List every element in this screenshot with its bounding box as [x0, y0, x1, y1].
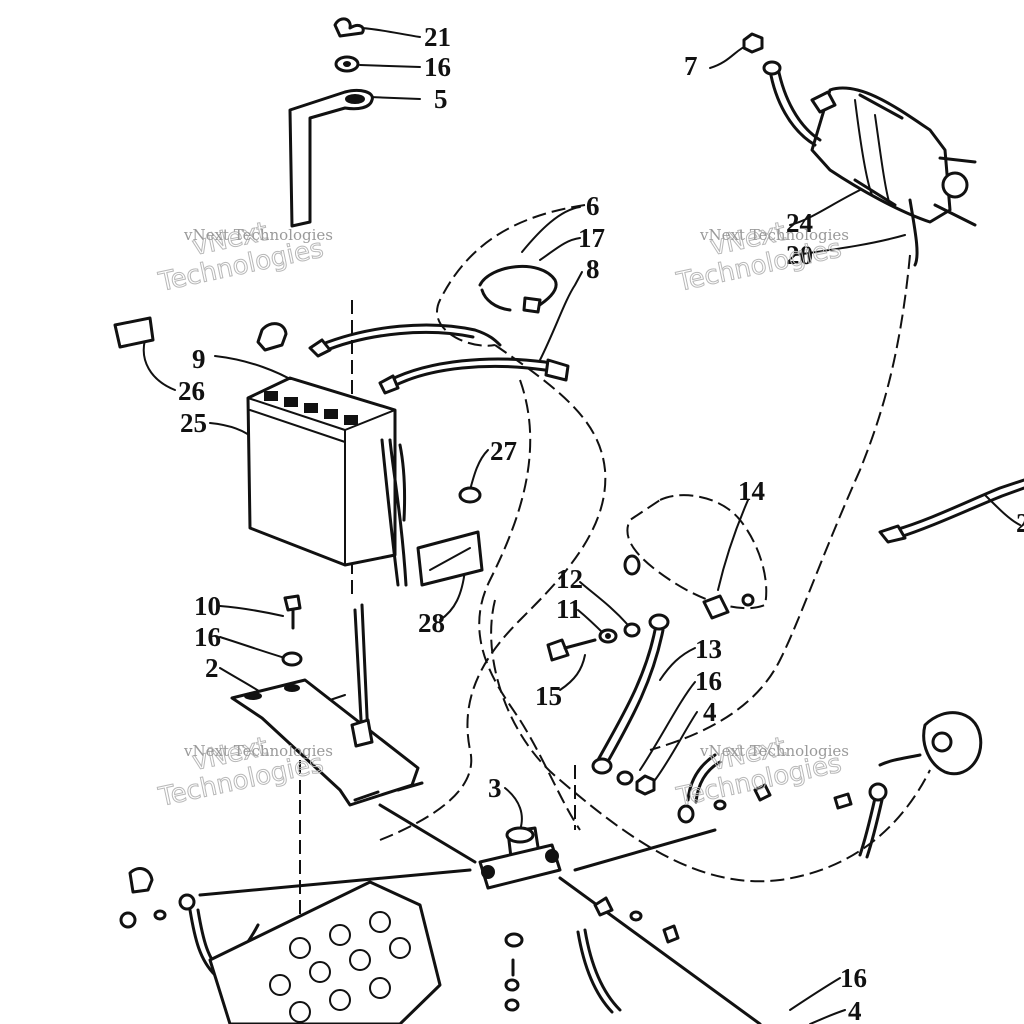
watermark-small-4: vNext Technologies: [699, 742, 849, 760]
strap-17: [478, 264, 558, 314]
battery-cables: [308, 323, 570, 395]
battery-cell-caps: [264, 391, 358, 425]
callout-11: 11: [556, 594, 582, 624]
spacer-14: [702, 593, 755, 620]
callout-5: 5: [434, 84, 448, 114]
bolt-15: [546, 638, 597, 662]
callout-15: 15: [535, 681, 562, 711]
callout-4-b: 4: [848, 996, 862, 1024]
callout-28: 28: [418, 608, 445, 638]
callout-7: 7: [684, 51, 698, 81]
right-cable: [878, 478, 1024, 544]
lower-hardware: [119, 867, 680, 1014]
starter-motor-24: [762, 60, 977, 267]
callout-edge-partial: 2: [1016, 508, 1024, 538]
bolt-10: [283, 594, 302, 630]
washer-16-tray: [281, 651, 303, 667]
watermark-small-2: vNext Technologies: [699, 226, 849, 244]
engine-mount-phantom: [623, 494, 768, 610]
rod-13: [591, 613, 670, 775]
washer-16-mid: [616, 770, 634, 786]
engine-cover: [208, 880, 442, 1024]
nut-4-mid: [635, 774, 656, 796]
callout-2: 2: [205, 653, 219, 683]
callout-20: 20: [786, 240, 813, 270]
callout-4-a: 4: [703, 697, 717, 727]
callout-6: 6: [586, 191, 600, 221]
ground-strap: [677, 753, 772, 824]
callout-16-d: 16: [840, 963, 867, 993]
callout-16-c: 16: [194, 622, 221, 652]
callout-13: 13: [695, 634, 722, 664]
callout-16-b: 16: [695, 666, 722, 696]
washer-16-top: [334, 55, 360, 73]
solenoid-3: [478, 826, 562, 890]
callout-21: 21: [424, 22, 451, 52]
nut-7: [742, 32, 764, 54]
wing-nut-21: [333, 17, 365, 38]
callout-9: 9: [192, 344, 206, 374]
battery-tray-2: [230, 603, 424, 807]
callout-16-a: 16: [424, 52, 451, 82]
washer-12: [623, 622, 641, 638]
callout-numbers: 21 16 5 7 6 17 8 24 20 9 26 25 27 14 12 …: [178, 22, 1024, 1024]
cover-holes: [269, 911, 411, 1023]
frame-rails: [198, 803, 762, 1024]
pad-28: [416, 530, 484, 587]
callout-10: 10: [194, 591, 221, 621]
callout-14: 14: [738, 476, 765, 506]
watermark-small-3: vNext Technologies: [183, 742, 333, 760]
callout-27: 27: [490, 436, 517, 466]
watermark-small-1: vNext Technologies: [183, 226, 333, 244]
dashed-harness-lines: [299, 204, 931, 940]
callout-12: 12: [556, 564, 583, 594]
vent-fitting-27: [458, 486, 482, 504]
horn: [878, 711, 983, 776]
hold-down-bracket-5: [288, 88, 374, 228]
callout-26: 26: [178, 376, 205, 406]
callout-25: 25: [180, 408, 207, 438]
callout-8: 8: [586, 254, 600, 284]
callout-24: 24: [786, 208, 813, 238]
battery-25: [246, 376, 408, 587]
decal-26: [113, 316, 155, 349]
terminal-cap: [256, 322, 288, 352]
washer-11: [598, 628, 618, 644]
horn-wire: [833, 782, 888, 859]
callout-3: 3: [488, 773, 502, 803]
callout-17: 17: [578, 223, 605, 253]
